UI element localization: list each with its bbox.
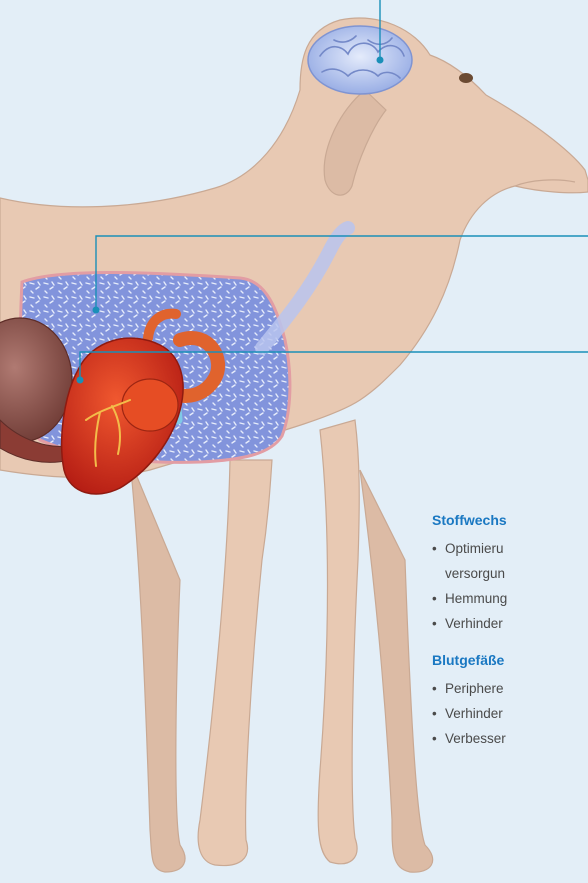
section-stoffwechsel: Stoffwechs Optimieru versorgun Hemmung V…: [432, 512, 588, 636]
list-item: Verbesser: [432, 726, 588, 751]
brain: [308, 26, 412, 94]
list-item: versorgun: [432, 561, 588, 586]
bullet-list: Periphere Verhinder Verbesser: [432, 676, 588, 751]
list-item: Periphere: [432, 676, 588, 701]
section-title: Stoffwechs: [432, 512, 588, 528]
leader-dot-chest: [93, 307, 100, 314]
leader-dot-heart: [77, 377, 84, 384]
bullet-list: Optimieru versorgun Hemmung Verhinder: [432, 536, 588, 636]
list-item: Verhinder: [432, 611, 588, 636]
list-item: Verhinder: [432, 701, 588, 726]
leader-dot-brain: [377, 57, 384, 64]
list-item: Optimieru: [432, 536, 588, 561]
section-title: Blutgefäße: [432, 652, 588, 668]
section-blutgefaesse: Blutgefäße Periphere Verhinder Verbesser: [432, 652, 588, 751]
list-item: Hemmung: [432, 586, 588, 611]
